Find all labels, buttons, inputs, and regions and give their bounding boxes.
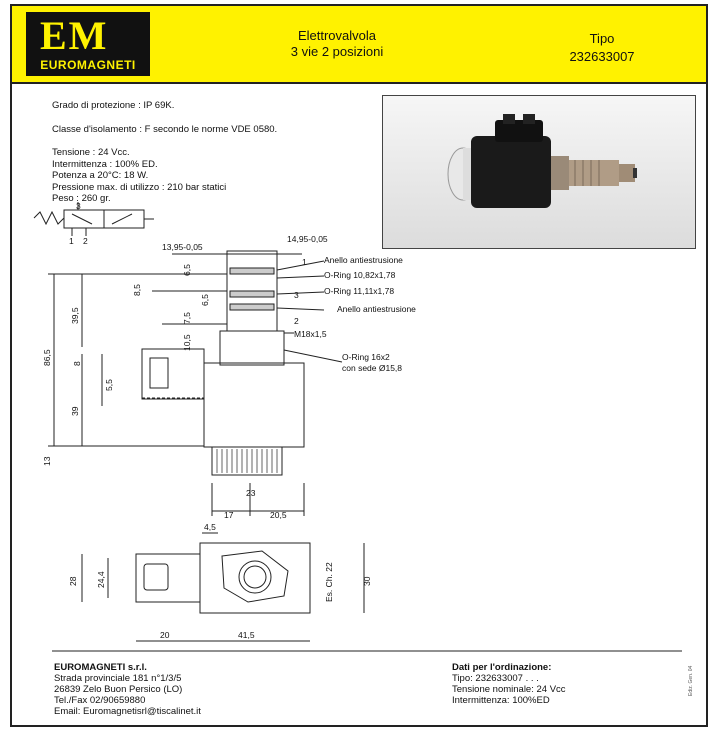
company-address1: Strada provinciale 181 n°1/3/5 xyxy=(54,673,182,684)
company-name: EUROMAGNETI s.r.l. xyxy=(54,662,147,673)
spec-voltage: Tensione : 24 Vcc. xyxy=(52,147,130,158)
dim-7-5: 7,5 xyxy=(182,312,192,324)
side-view xyxy=(48,250,343,516)
tipo-label: Tipo xyxy=(589,31,615,46)
label-port-3: 3 xyxy=(294,290,299,300)
logo-monogram: EM xyxy=(40,13,109,58)
dim-39: 39 xyxy=(70,406,80,416)
header-bar: EM EUROMAGNETI Elettrovalvola 3 vie 2 po… xyxy=(12,6,706,84)
order-title: Dati per l'ordinazione: xyxy=(452,662,552,673)
port-1: 1 xyxy=(69,236,74,246)
order-voltage: Tensione nominale: 24 Vcc xyxy=(452,684,566,695)
callout-anti-extrusion-1: Anello antiestrusione xyxy=(324,255,403,265)
spec-pressure: Pressione max. di utilizzo : 210 bar sta… xyxy=(52,181,227,193)
dim-14-95: 14,95-0,05 xyxy=(287,234,328,244)
port-2: 2 xyxy=(83,236,88,246)
spec-list: Grado di protezione : IP 69K. Classe d'i… xyxy=(52,100,277,205)
company-email: Email: Euromagnetisrl@tiscalinet.it xyxy=(54,706,201,717)
order-tipo: Tipo: 232633007 . . . xyxy=(452,673,539,684)
logo-wordmark: EUROMAGNETI xyxy=(40,58,136,72)
product-photo-image xyxy=(447,114,637,208)
callout-oring-10-82: O-Ring 10,82x1,78 xyxy=(324,270,396,280)
dim-39-5: 39,5 xyxy=(70,307,80,324)
label-port-1: 1 xyxy=(302,257,307,267)
dim-6-5-top: 6,5 xyxy=(182,264,192,276)
spec-protection: Grado di protezione : IP 69K. xyxy=(52,100,175,111)
callout-oring-11-11: O-Ring 11,11x1,78 xyxy=(324,286,394,296)
port-3: 3 xyxy=(76,201,81,211)
spec-insulation: Classe d'isolamento : F secondo le norme… xyxy=(52,123,278,135)
technical-drawing: 3 1 2 13,95-0,05 14,95-0,05 8,5 6,5 39,5… xyxy=(33,201,682,652)
callout-thread: M18x1,5 xyxy=(294,329,327,339)
dim-13-95: 13,95-0,05 xyxy=(162,242,203,252)
label-port-2: 2 xyxy=(294,316,299,326)
euromagneti-logo: EM EUROMAGNETI xyxy=(26,12,150,76)
dim-10-5: 10,5 xyxy=(182,334,192,351)
dim-5-5: 5,5 xyxy=(104,379,114,391)
product-title-line1: Elettrovalvola xyxy=(297,28,377,43)
dim-8-5: 8,5 xyxy=(132,284,142,296)
callout-seat: con sede Ø15,8 xyxy=(342,363,402,373)
product-title: Elettrovalvola 3 vie 2 posizioni xyxy=(232,28,442,60)
dim-4-5: 4,5 xyxy=(204,522,216,532)
dim-13: 13 xyxy=(42,456,52,466)
company-address2: 26839 Zelo Buon Persico (LO) xyxy=(54,684,183,695)
company-info: EUROMAGNETI s.r.l. Strada provinciale 18… xyxy=(54,662,201,717)
dim-hex: Es. Ch. 22 xyxy=(324,562,334,602)
spec-power: Potenza a 20°C: 18 W. xyxy=(52,170,149,181)
company-phone: Tel./Fax 02/90659880 xyxy=(54,695,146,706)
dim-17: 17 xyxy=(224,510,234,520)
top-view xyxy=(81,532,365,642)
callout-oring-16x2: O-Ring 16x2 xyxy=(342,352,390,362)
tipo-value: 232633007 xyxy=(569,49,635,64)
order-info: Dati per l'ordinazione: Tipo: 232633007 … xyxy=(452,662,566,706)
callout-anti-extrusion-2: Anello antiestrusione xyxy=(337,304,416,314)
dim-20-5: 20,5 xyxy=(270,510,287,520)
edition-stamp: Ediz. Gen. 04 xyxy=(688,665,694,696)
dim-28: 28 xyxy=(68,576,78,586)
spec-weight: Peso : 260 gr. xyxy=(52,193,111,204)
dim-41-5: 41,5 xyxy=(238,630,255,640)
dim-86-5: 86,5 xyxy=(42,349,52,366)
dim-6-5: 6,5 xyxy=(200,294,210,306)
dim-20: 20 xyxy=(160,630,170,640)
product-type: Tipo 232633007 xyxy=(532,30,672,66)
product-title-line2: 3 vie 2 posizioni xyxy=(290,44,384,59)
dim-30: 30 xyxy=(362,576,372,586)
order-duty: Intermittenza: 100%ED xyxy=(452,695,550,706)
hydraulic-symbol xyxy=(33,202,154,236)
product-photo xyxy=(382,95,696,249)
dim-8: 8 xyxy=(72,361,82,366)
spec-duty: Intermittenza : 100% ED. xyxy=(52,158,158,170)
datasheet: EM EUROMAGNETI Elettrovalvola 3 vie 2 po… xyxy=(10,4,708,727)
dim-23: 23 xyxy=(246,488,256,498)
dim-24-4: 24,4 xyxy=(96,571,106,588)
